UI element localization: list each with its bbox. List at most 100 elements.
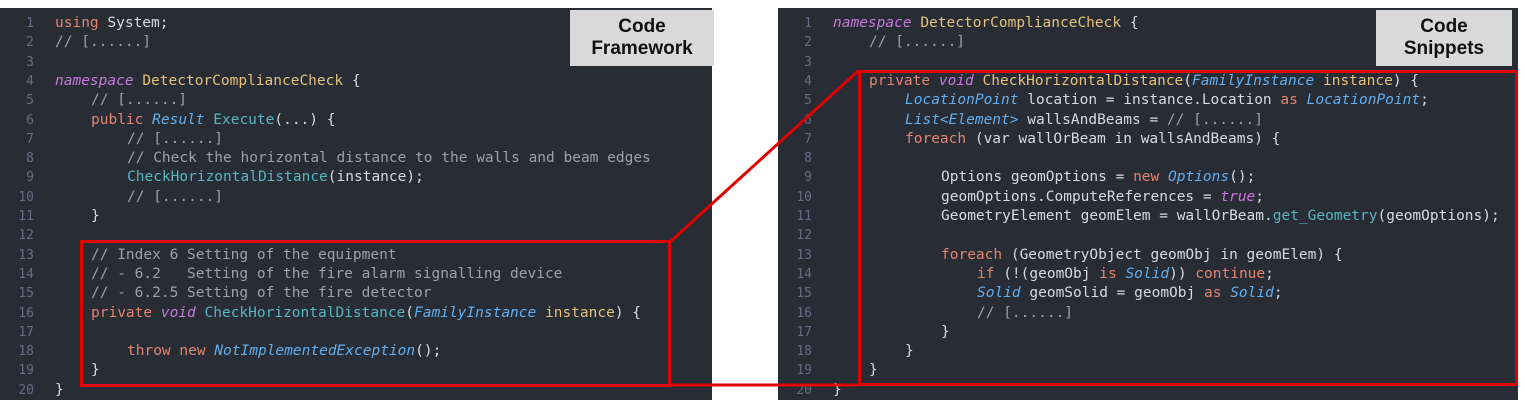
code-line: 5// [......] (0, 91, 712, 110)
code-token: // - 6.2.5 Setting of the fire detector (91, 285, 432, 302)
code-token: using (55, 15, 99, 31)
code-token: ; (1255, 188, 1265, 205)
code-token: Solid (1230, 285, 1274, 302)
code-line: 12 (0, 226, 712, 245)
code-token: Solid (1125, 265, 1170, 282)
code-token: throw (127, 343, 171, 360)
code-line: 8// Check the horizontal distance to the… (0, 149, 712, 168)
code-token: geomSolid = geomObj (1020, 285, 1204, 302)
line-number: 13 (18, 247, 34, 263)
code-token: } (91, 208, 100, 224)
line-number: 13 (796, 247, 812, 263)
code-token: void (160, 304, 196, 321)
code-token: new (1133, 169, 1160, 186)
line-number: 8 (26, 151, 34, 167)
code-line: 16// [......] (778, 304, 1518, 323)
code-token: } (905, 343, 914, 360)
line-number: 12 (18, 228, 34, 244)
code-token: CheckHorizontalDistance (982, 72, 1184, 89)
line-code: CheckHorizontalDistance(instance); (127, 168, 424, 187)
code-line: 18 throw new NotImplementedException(); (0, 342, 712, 361)
code-line: 3 (778, 53, 1518, 72)
code-token: (GeometryObject geomObj in geomElem) { (1002, 246, 1343, 263)
line-number: 18 (18, 344, 34, 360)
line-code: geomOptions.ComputeReferences = true; (941, 188, 1264, 207)
code-token: private (91, 304, 153, 321)
code-line: 10// [......] (0, 188, 712, 207)
line-number: 14 (18, 266, 34, 282)
line-code: // - 6.2.5 Setting of the fire detector (91, 284, 431, 303)
code-token: instance (1322, 72, 1393, 89)
line-code: } (941, 323, 950, 342)
line-code: private void CheckHorizontalDistance(Fam… (91, 304, 641, 323)
code-token: (var wallOrBeam in wallsAndBeams) { (966, 130, 1281, 147)
line-code: // [......] (127, 130, 223, 149)
code-token: CheckHorizontalDistance (204, 304, 406, 321)
line-number: 3 (26, 54, 34, 70)
code-token: ( (405, 304, 415, 321)
code-token: wallsAndBeams = (1018, 111, 1167, 128)
code-token: (); (1229, 169, 1256, 186)
code-token: get_Geometry (1272, 208, 1378, 224)
code-snippets-badge: Code Snippets (1376, 10, 1512, 66)
line-code: // Index 6 Setting of the equipment (91, 246, 397, 265)
line-code: GeometryElement geomElem = wallOrBeam.ge… (941, 207, 1500, 226)
line-code: if (!(geomObj is Solid)) continue; (977, 265, 1274, 284)
line-code: } (869, 361, 878, 380)
code-framework-badge: Code Framework (570, 10, 714, 66)
code-line: 19} (778, 361, 1518, 380)
line-number: 18 (796, 344, 812, 360)
code-token: instance (544, 304, 615, 321)
code-token: (instance); (327, 169, 424, 186)
line-code: // [......] (869, 33, 965, 52)
code-line: 13 // Index 6 Setting of the equipment (0, 246, 712, 265)
code-token: } (869, 362, 878, 379)
code-token: ( (1183, 72, 1193, 89)
code-token: Solid (977, 285, 1021, 302)
line-number: 17 (796, 324, 812, 340)
line-number: 17 (18, 324, 34, 340)
line-number: 5 (804, 93, 812, 109)
code-token: // [......] (91, 92, 188, 109)
code-line: 2// [......] (0, 33, 712, 52)
code-token: ) { (1392, 72, 1420, 89)
line-code: Options geomOptions = new Options(); (941, 168, 1255, 187)
line-code: throw new NotImplementedException(); (127, 342, 441, 361)
code-token: namespace (55, 72, 134, 89)
code-line: 15// - 6.2.5 Setting of the fire detecto… (0, 284, 712, 303)
code-token: Result (152, 111, 205, 128)
code-token: } (91, 362, 100, 379)
code-token: Options (1168, 169, 1230, 186)
code-token: // [......] (127, 188, 224, 205)
line-number: 4 (804, 73, 812, 89)
code-line: 17 (0, 323, 712, 342)
snippets-highlight-box (858, 70, 1518, 386)
code-token: GeometryElement geomElem = wallOrBeam. (941, 208, 1273, 224)
line-number: 7 (804, 131, 812, 147)
code-token: as (1280, 92, 1298, 109)
line-code: } (55, 381, 64, 400)
code-line: 17} (778, 323, 1518, 342)
code-line: 4 private void CheckHorizontalDistance(Fa… (778, 72, 1518, 91)
code-token: (!(geomObj (994, 265, 1100, 282)
code-line: 12 (778, 226, 1518, 245)
code-token: FamilyInstance (1192, 72, 1315, 89)
line-number: 12 (796, 228, 812, 244)
line-number: 3 (804, 54, 812, 70)
code-token: // [......] (1166, 111, 1263, 128)
code-line: 19} (0, 361, 712, 380)
code-line: 20} (0, 381, 712, 400)
line-code: private void CheckHorizontalDistance(Fam… (869, 72, 1419, 91)
code-token: ; (1273, 285, 1283, 302)
code-token: // - 6.2 Setting of the fire alarm signa… (91, 265, 563, 282)
code-token: ; (1420, 92, 1429, 109)
code-token: if (977, 265, 995, 282)
line-code: // [......] (55, 33, 151, 52)
